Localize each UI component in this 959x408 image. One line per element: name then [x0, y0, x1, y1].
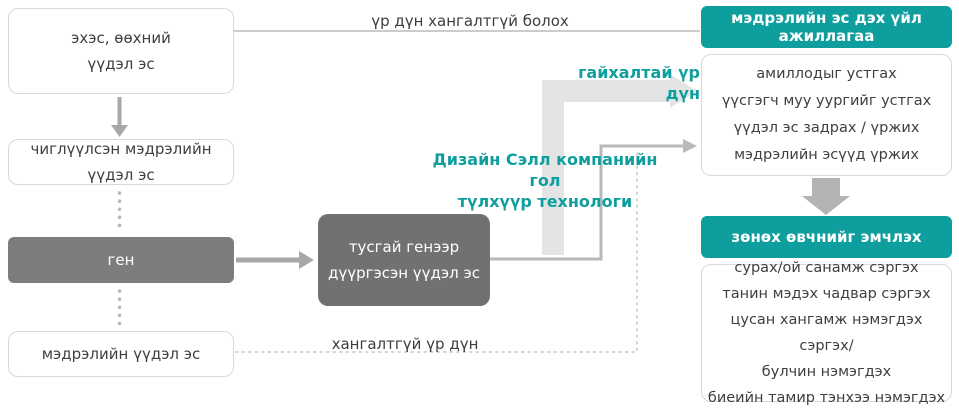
gene-box: ген — [8, 237, 234, 283]
gene-loaded-line2: дүүргэсэн үүдэл эс — [327, 264, 480, 282]
gene-arrowhead — [299, 251, 314, 269]
list-item: танин мэдэх чадвар сэргэх — [722, 286, 931, 302]
activity-header-label: мэдрэлийн эс дэх үйл ажиллагаа — [731, 9, 922, 45]
list-item: булчин нэмэгдэх — [761, 364, 892, 380]
list-item: амиллодыг устгах — [756, 66, 897, 82]
activity-list-box: амиллодыг устгах үүсгэгч муу уургийг уст… — [701, 54, 952, 176]
list-item: үүдэл эс задрах / үржих — [733, 120, 920, 136]
key-tech-line1: Дизайн Сэлл компанийн гол — [432, 150, 658, 190]
source-cell-box: эхэс, өөхний үүдэл эс — [8, 8, 234, 94]
source-cell-line1: эхэс, өөхний — [71, 29, 171, 47]
gene-label: ген — [107, 251, 135, 269]
directed-cell-box: чиглүүлсэн мэдрэлийн үүдэл эс — [8, 139, 234, 185]
treatment-list-box: сурах/ой санамж сэргэх танин мэдэх чадва… — [701, 260, 952, 406]
key-tech-line2: түлхүүр технологи — [457, 192, 633, 211]
tech-arrowhead — [683, 139, 697, 153]
treatment-header-box: зөнөх өвчнийг эмчлэх — [701, 216, 952, 258]
down-block-arrow — [802, 178, 850, 215]
neural-cell-label: мэдрэлийн үүдэл эс — [41, 345, 201, 363]
neural-cell-box: мэдрэлийн үүдэл эс — [8, 331, 234, 377]
activity-header-box: мэдрэлийн эс дэх үйл ажиллагаа — [701, 6, 952, 48]
gene-loaded-line1: тусгай генээр — [348, 238, 460, 256]
list-item: үүсгэгч муу уургийг устгах — [721, 93, 932, 109]
directed-cell-label: чиглүүлсэн мэдрэлийн үүдэл эс — [30, 140, 212, 184]
great-result-label: гайхалтай үр дүн — [578, 63, 700, 103]
treatment-header-label: зөнөх өвчнийг эмчлэх — [731, 228, 922, 246]
bottom-path-label: хангалтгүй үр дүн — [331, 335, 479, 353]
source-cell-line2: үүдэл эс — [87, 55, 155, 73]
top-path-label: үр дүн хангалтгүй болох — [371, 12, 569, 30]
list-item: сурах/ой санамж сэргэх — [734, 260, 919, 276]
gene-loaded-cell-box: тусгай генээр дүүргэсэн үүдэл эс — [318, 214, 490, 306]
list-item: цусан хангамж нэмэгдэх сэргэх/ — [730, 312, 923, 354]
list-item: биеийн тамир тэнхээ нэмэгдэх — [707, 390, 946, 406]
key-tech-label: Дизайн Сэлл компанийн гол түлхүүр технол… — [415, 149, 675, 212]
list-item: мэдрэлийн эсүүд үржих — [734, 147, 919, 163]
